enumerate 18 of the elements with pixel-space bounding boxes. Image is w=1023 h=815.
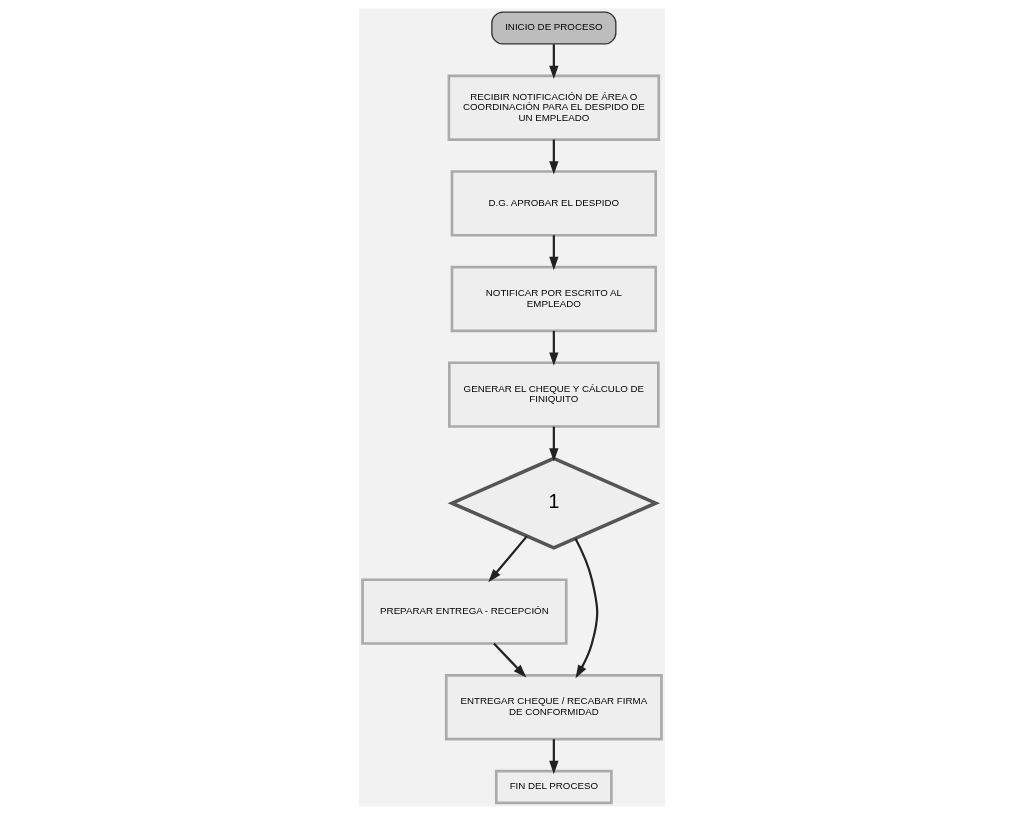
arrow <box>548 44 558 79</box>
arrow <box>548 739 558 775</box>
node-box: ENTREGAR CHEQUE / RECABAR FIRMA DE CONFORMIDAD <box>444 674 663 741</box>
node-box: GENERAR EL CHEQUE Y CÁLCULO DE FINIQUITO <box>447 361 660 428</box>
node-diamond: 1 <box>447 456 660 550</box>
node-box: D.G. APROBAR EL DESPIDO <box>450 170 657 237</box>
node-box: FIN DEL PROCESO <box>494 769 613 805</box>
arrow <box>548 139 558 175</box>
node-box: PREPARAR ENTREGA - RECEPCIÓN <box>360 578 568 645</box>
node-box: INICIO DE PROCESO <box>490 11 616 45</box>
arrow <box>492 642 526 678</box>
arrow <box>574 538 598 679</box>
node-box: NOTIFICAR POR ESCRITO AL EMPLEADO <box>450 265 657 333</box>
arrow <box>548 426 558 462</box>
arrow <box>487 535 528 583</box>
arrow <box>548 235 558 271</box>
node-box: RECIBIR NOTIFICACIÓN DE ÁREA O COORDINACIÓN PARA EL DESPIDO DE UN EMPLEADO <box>447 74 660 141</box>
arrow <box>548 330 558 366</box>
